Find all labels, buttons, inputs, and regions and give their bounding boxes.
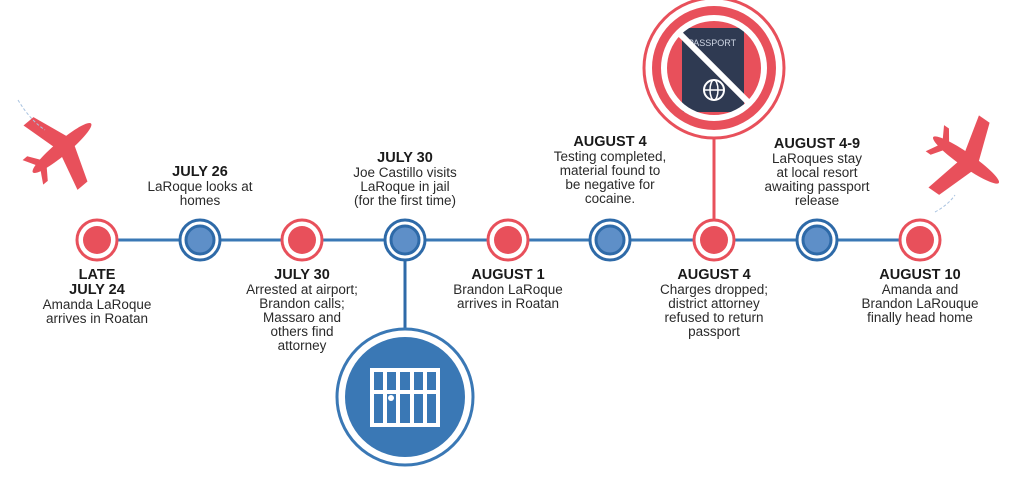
timeline-node-red xyxy=(280,218,324,262)
flight-path-left xyxy=(17,99,46,131)
timeline-node-blue xyxy=(178,218,222,262)
timeline-node-blue xyxy=(795,218,839,262)
timeline-node-red xyxy=(692,218,736,262)
timeline-node-red xyxy=(75,218,119,262)
event-date: AUGUST 10 xyxy=(879,267,961,283)
event-date: JULY 26 xyxy=(172,164,228,180)
svg-text:PASSPORT: PASSPORT xyxy=(688,38,737,48)
timeline-node-blue xyxy=(588,218,632,262)
event-date: AUGUST 4-9 xyxy=(773,136,861,152)
event-text: Charges dropped; district attorney refus… xyxy=(659,282,769,339)
airplane-icon-left xyxy=(22,117,92,190)
timeline-node-red xyxy=(486,218,530,262)
event-text: Amanda LaRoque arrives in Roatan xyxy=(42,297,152,326)
event-date: AUGUST 1 xyxy=(471,267,545,283)
timeline-node-blue xyxy=(383,218,427,262)
event-text: Brandon LaRoque arrives in Roatan xyxy=(453,282,563,311)
event-date: JULY 30 xyxy=(274,267,330,283)
event-date: LATE JULY 24 xyxy=(69,267,125,298)
event-text: LaRoques stay at local resort awaiting p… xyxy=(764,151,870,208)
event-text: Testing completed, material found to be … xyxy=(553,149,667,206)
event-text: Joe Castillo visits LaRoque in jail (for… xyxy=(353,165,457,208)
event-date: AUGUST 4 xyxy=(677,267,751,283)
airplane-icon-right xyxy=(925,115,1000,195)
event-date: AUGUST 4 xyxy=(573,134,647,150)
event-text: LaRoque looks at homes xyxy=(147,179,253,208)
flight-path-right xyxy=(934,194,956,213)
jail-icon xyxy=(335,327,475,467)
event-text: Arrested at airport; Brandon calls; Mass… xyxy=(246,282,358,353)
no-passport-icon: PASSPORT xyxy=(642,0,786,140)
event-text: Amanda and Brandon LaRouque finally head… xyxy=(861,282,979,325)
event-date: JULY 30 xyxy=(377,150,433,166)
timeline-node-red xyxy=(898,218,942,262)
